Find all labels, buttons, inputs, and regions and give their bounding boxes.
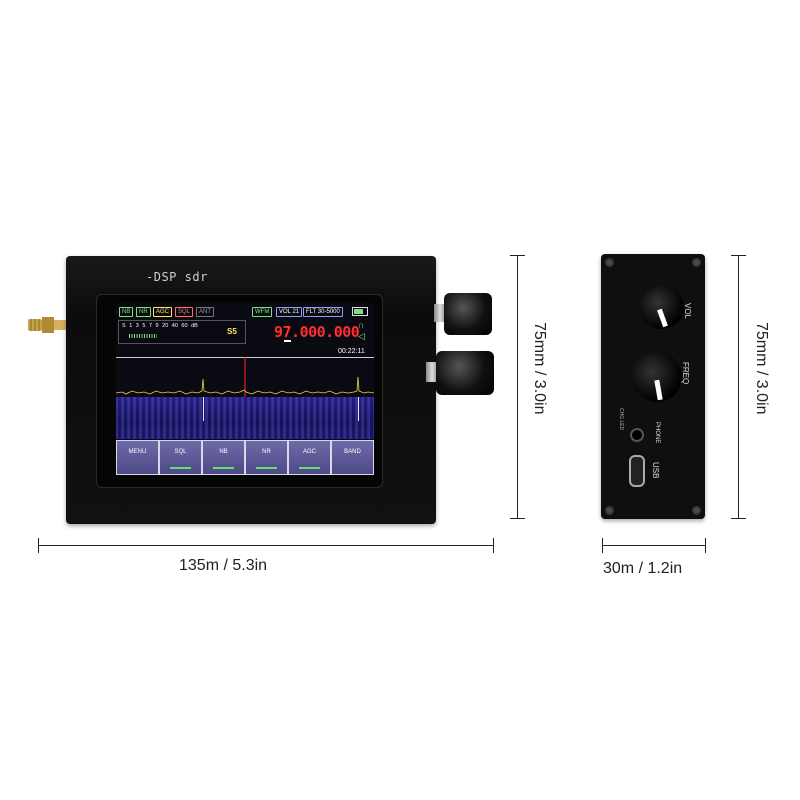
dimension-tick (38, 538, 39, 553)
sql-button-label: SQL (174, 449, 187, 455)
nr-button-label: NR (262, 449, 271, 455)
sql-indicator (170, 467, 191, 469)
phone-label: PHONE (654, 422, 660, 444)
nr-status-tag[interactable]: NR (136, 307, 151, 317)
band-button[interactable]: BAND (331, 440, 374, 475)
dimension-tick (493, 538, 494, 553)
lcd-screen: NB NR AGC SQL ANT WFM VOL 21 FLT 30-5000… (116, 303, 374, 475)
usb-label: USB (651, 462, 660, 479)
agc-button-label: AGC (302, 449, 316, 455)
knob-shaft (426, 362, 438, 382)
freq-label: FREQ (681, 362, 690, 385)
agc-indicator (299, 467, 320, 469)
vol-label: VOL (683, 303, 692, 320)
s-meter-scale: S 1 3 5 7 9 20 40 60 dB (122, 323, 198, 329)
side-volume-knob[interactable] (640, 285, 684, 329)
nb-button[interactable]: NB (202, 440, 245, 475)
nr-button[interactable]: NR (245, 440, 288, 475)
volume-knob[interactable] (444, 293, 492, 335)
sma-antenna-connector (28, 310, 66, 340)
agc-status-tag[interactable]: AGC (153, 307, 173, 317)
screw-icon (692, 258, 701, 267)
frequency-display[interactable]: 97.000.000 (274, 323, 360, 341)
knob-shaft (434, 304, 446, 322)
nb-status-tag[interactable]: NB (119, 307, 134, 317)
waterfall-display[interactable] (116, 397, 374, 439)
front-width-label: 135m / 5.3in (179, 557, 268, 574)
menu-button-label: MENU (128, 449, 147, 455)
agc-button[interactable]: AGC (288, 440, 331, 475)
ant-status-tag[interactable]: ANT (196, 307, 214, 317)
side-width-label: 30m / 1.2in (603, 560, 683, 577)
headphone-icon: ∩ (358, 320, 365, 330)
soft-button-bar: MENU SQL NB NR AGC BAND (116, 440, 374, 475)
front-height-dimension-line (517, 255, 518, 518)
dimension-tick (731, 518, 746, 519)
band-button-label: BAND (344, 449, 361, 455)
screw-icon (692, 506, 701, 515)
clock-display: 00:22:11 (338, 348, 365, 355)
sql-status-tag[interactable]: SQL (175, 307, 194, 317)
nb-button-label: NB (219, 449, 228, 455)
s-meter-bar (129, 334, 157, 338)
nr-indicator (256, 467, 277, 469)
nb-indicator (213, 467, 234, 469)
filter-tag[interactable]: FLT 30-5000 (303, 307, 343, 317)
s-meter-value: S5 (227, 327, 237, 336)
dimension-tick (705, 538, 706, 553)
side-height-dimension-line (738, 255, 739, 518)
side-frequency-knob[interactable] (632, 352, 682, 402)
dimension-tick (731, 255, 746, 256)
waterfall-trace (358, 397, 359, 421)
mode-tag[interactable]: WFM (252, 307, 273, 317)
phone-jack[interactable] (630, 428, 644, 442)
battery-icon (352, 307, 368, 316)
dimension-tick (602, 538, 603, 553)
usb-c-port[interactable] (629, 455, 645, 487)
knob-pointer (654, 379, 663, 401)
side-width-dimension-line (602, 545, 705, 546)
s-meter: S 1 3 5 7 9 20 40 60 dB S5 (118, 320, 246, 344)
menu-button[interactable]: MENU (116, 440, 159, 475)
volume-tag[interactable]: VOL 21 (276, 307, 303, 317)
frequency-knob[interactable] (436, 351, 494, 395)
frequency-cursor (284, 340, 291, 342)
front-height-label: 75mm / 3.0in (531, 322, 548, 415)
screw-icon (605, 258, 614, 267)
dimension-tick (510, 255, 525, 256)
knob-pointer (657, 308, 668, 328)
side-height-label: 75mm / 3.0in (753, 322, 770, 415)
waterfall-trace (203, 397, 204, 421)
screw-icon (605, 506, 614, 515)
dimension-tick (510, 518, 525, 519)
sql-button[interactable]: SQL (159, 440, 202, 475)
brand-label: -DSP sdr (146, 270, 208, 284)
chg-led-label: CHG LED (618, 408, 624, 431)
front-width-dimension-line (38, 545, 493, 546)
speaker-icon: ◁ (358, 331, 365, 341)
